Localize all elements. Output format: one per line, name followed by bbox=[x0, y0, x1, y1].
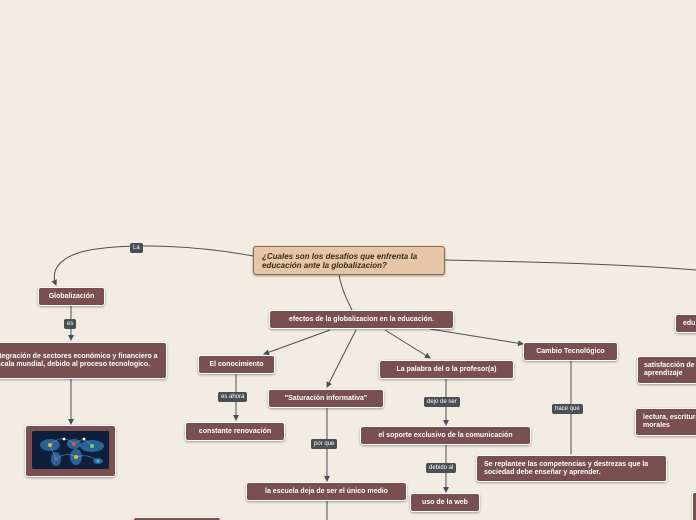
node-partial-bottom-left[interactable] bbox=[133, 517, 221, 520]
node-integracion-text: integración de sectores económico y fina… bbox=[0, 352, 158, 368]
label-por-que: por que bbox=[311, 439, 338, 449]
node-cambio-tecnologico[interactable]: Cambio Tecnológico bbox=[523, 342, 618, 361]
root-question-node[interactable]: ¿Cuales son los desafíos que enfrenta la… bbox=[253, 246, 445, 275]
node-saturacion-informativa-text: "Saturación informativa" bbox=[284, 394, 368, 402]
node-edu-text: edu bbox=[683, 319, 696, 327]
node-partial-bottom-right[interactable] bbox=[692, 492, 696, 520]
node-efectos-text: efectos de la globalizacion en la educac… bbox=[288, 315, 435, 323]
node-soporte-comunicacion[interactable]: el soporte exclusivo de la comunicación bbox=[360, 426, 531, 445]
node-palabra-profesor-text: La palabra del o la profesor(a) bbox=[396, 365, 497, 373]
node-lectura-text: lectura, escritura morales bbox=[643, 414, 696, 429]
label-la: La bbox=[130, 243, 143, 253]
node-soporte-comunicacion-text: el soporte exclusivo de la comunicación bbox=[378, 431, 513, 439]
node-integracion[interactable]: integración de sectores económico y fina… bbox=[0, 342, 167, 379]
world-map-icon bbox=[32, 431, 109, 469]
node-replantee-text: Se replantee las competencias y destreza… bbox=[484, 460, 649, 476]
node-edu[interactable]: edu bbox=[675, 314, 696, 333]
world-network-image bbox=[32, 431, 109, 469]
link-efectos-cambio bbox=[429, 328, 524, 347]
link-root-right bbox=[443, 259, 696, 271]
link-efectos-conocimiento bbox=[263, 329, 331, 356]
link-root-efectos bbox=[338, 274, 353, 311]
node-globalizacion-text: Globalización bbox=[48, 292, 95, 300]
node-saturacion-informativa[interactable]: "Saturación informativa" bbox=[268, 389, 384, 408]
node-lectura[interactable]: lectura, escritura morales bbox=[635, 408, 696, 436]
node-satisfaccion-text: satisfacción de aprendizaje bbox=[644, 362, 695, 377]
node-efectos[interactable]: efectos de la globalizacion en la educac… bbox=[269, 310, 454, 329]
link-efectos-saturacion bbox=[326, 329, 357, 388]
node-image-world-map[interactable] bbox=[25, 425, 116, 477]
node-palabra-profesor[interactable]: La palabra del o la profesor(a) bbox=[379, 360, 514, 379]
node-conocimiento[interactable]: El conocimiento bbox=[198, 355, 275, 374]
label-dejo-de-ser: dejo de ser bbox=[424, 397, 460, 407]
node-conocimiento-text: El conocimiento bbox=[209, 360, 264, 368]
label-es-ahora: es ahora bbox=[218, 392, 248, 402]
link-efectos-palabra bbox=[384, 329, 431, 359]
node-satisfaccion[interactable]: satisfacción de aprendizaje bbox=[637, 356, 696, 384]
node-uso-web[interactable]: uso de la web bbox=[410, 493, 480, 512]
link-root-globalizacion bbox=[51, 245, 254, 286]
label-debido-al: debido al bbox=[426, 463, 457, 473]
label-es: es bbox=[64, 319, 77, 329]
node-uso-web-text: uso de la web bbox=[422, 498, 468, 506]
node-constante-renovacion[interactable]: constante renovación bbox=[185, 422, 285, 441]
node-globalizacion[interactable]: Globalización bbox=[38, 287, 105, 306]
node-escuela[interactable]: la escuela deja de ser el único medio bbox=[246, 482, 407, 501]
node-replantee[interactable]: Se replantee las competencias y destreza… bbox=[476, 455, 667, 482]
label-hace-que: hace que bbox=[552, 404, 583, 414]
node-escuela-text: la escuela deja de ser el único medio bbox=[265, 487, 388, 495]
node-cambio-tecnologico-text: Cambio Tecnológico bbox=[536, 347, 605, 355]
node-constante-renovacion-text: constante renovación bbox=[198, 427, 272, 435]
root-question-text: ¿Cuales son los desafíos que enfrenta la… bbox=[262, 251, 418, 270]
